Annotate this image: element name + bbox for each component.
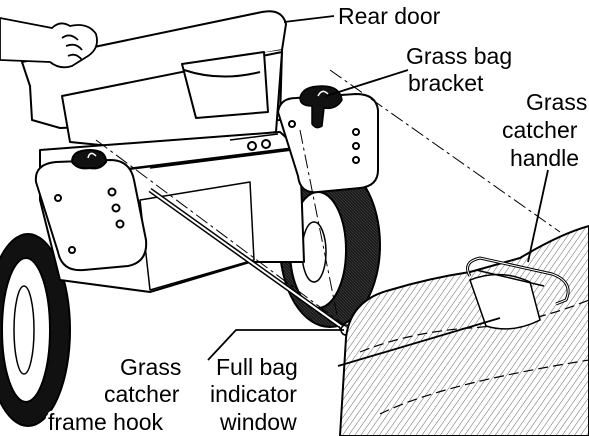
left-wheel xyxy=(0,233,71,427)
label-frame-hook-line1: Grass xyxy=(120,354,181,380)
label-grass-catcher-handle-line1: Grass xyxy=(526,89,587,115)
leader-grass-bag-bracket xyxy=(325,69,409,97)
grass-bag-bracket-shape xyxy=(299,85,343,129)
label-rear-door: Rear door xyxy=(338,3,441,29)
leader-lines xyxy=(207,15,549,367)
label-grass-catcher-handle-line3: handle xyxy=(510,145,579,171)
label-indicator-window-line1: Full bag xyxy=(216,354,298,380)
left-side-plate xyxy=(34,149,148,272)
label-grass-bag-bracket-line2: bracket xyxy=(408,70,484,96)
leader-rear-door xyxy=(283,15,335,23)
hand-shape xyxy=(0,17,98,69)
label-frame-hook-line2: catcher xyxy=(104,381,180,407)
right-side-plate xyxy=(277,93,379,194)
label-indicator-window-line2: indicator xyxy=(210,381,297,407)
leader-frame-hook xyxy=(207,329,344,361)
leader-grass-catcher-handle xyxy=(527,169,549,263)
label-indicator-window-line3: window xyxy=(219,409,297,435)
label-grass-catcher-handle-line2: catcher xyxy=(502,117,578,143)
indicator-window-shape xyxy=(469,273,541,330)
label-frame-hook-line3: frame hook xyxy=(48,409,164,435)
label-grass-bag-bracket-line1: Grass bag xyxy=(406,43,512,69)
callout-labels: Rear door Grass bag bracket Grass catche… xyxy=(46,1,589,436)
leader-indicator-window xyxy=(337,317,501,367)
alignment-lines xyxy=(95,69,561,331)
grass-catcher-bag xyxy=(339,225,589,436)
